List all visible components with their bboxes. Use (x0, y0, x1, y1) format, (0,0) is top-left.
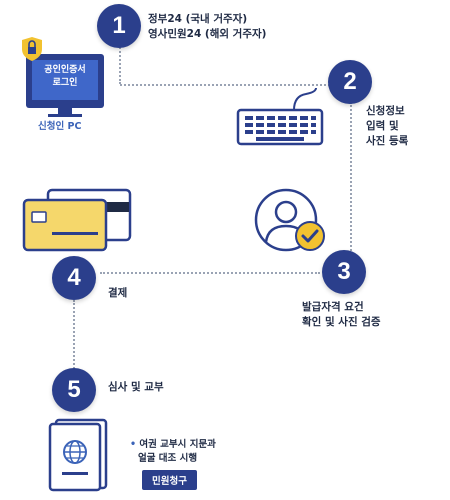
lock-icon (20, 36, 44, 62)
step-3-line-1: 발급자격 요건 (302, 301, 364, 313)
passport-icon (48, 418, 110, 492)
step-5-circle: 5 (52, 368, 96, 412)
pc-screen-line-1: 공인인증서 (44, 65, 86, 75)
apply-button[interactable]: 민원청구 (142, 470, 197, 490)
step-1-label: 정부24 (국내 거주자) 영사민원24 (해외 거주자) (148, 12, 266, 42)
pc-screen-text: 공인인증서 로그인 (34, 64, 96, 90)
computer-icon (20, 38, 110, 118)
connector-1-2-horizontal (120, 84, 342, 86)
connector-4-5-vertical (73, 300, 75, 372)
step-5-label: 심사 및 교부 (108, 381, 164, 393)
step-2-line-3: 사진 등록 (366, 135, 409, 147)
step-1-line-1: 정부24 (국내 거주자) (148, 13, 248, 25)
step-2-label: 신청정보 입력 및 사진 등록 (366, 104, 408, 149)
keyboard-icon (234, 87, 326, 148)
connector-2-3-vertical (350, 102, 352, 262)
connector-1-vertical (119, 40, 121, 84)
user-verified-icon (252, 188, 332, 258)
step-2-circle: 2 (328, 60, 372, 104)
fingerprint-note: • 여권 교부시 지문과 얼굴 대조 시행 (130, 438, 216, 466)
step-4-circle: 4 (52, 256, 96, 300)
step-2-line-1: 신청정보 (366, 105, 405, 117)
credit-card-icon (22, 188, 134, 252)
step-1-circle: 1 (97, 4, 141, 48)
step-1-line-2: 영사민원24 (해외 거주자) (148, 28, 267, 40)
note-bullet: • (130, 439, 137, 450)
step-4-label: 결제 (108, 287, 128, 299)
connector-3-4-horizontal (100, 272, 320, 274)
step-3-label: 발급자격 요건 확인 및 사진 검증 (302, 300, 381, 330)
step-3-circle: 3 (322, 250, 366, 294)
step-2-line-2: 입력 및 (366, 120, 399, 132)
pc-caption: 신청인 PC (38, 121, 82, 132)
pc-screen-line-2: 로그인 (52, 78, 78, 88)
step-3-line-2: 확인 및 사진 검증 (302, 316, 381, 328)
note-line-1: 여권 교부시 지문과 (139, 439, 216, 450)
note-line-2: 얼굴 대조 시행 (138, 453, 198, 464)
